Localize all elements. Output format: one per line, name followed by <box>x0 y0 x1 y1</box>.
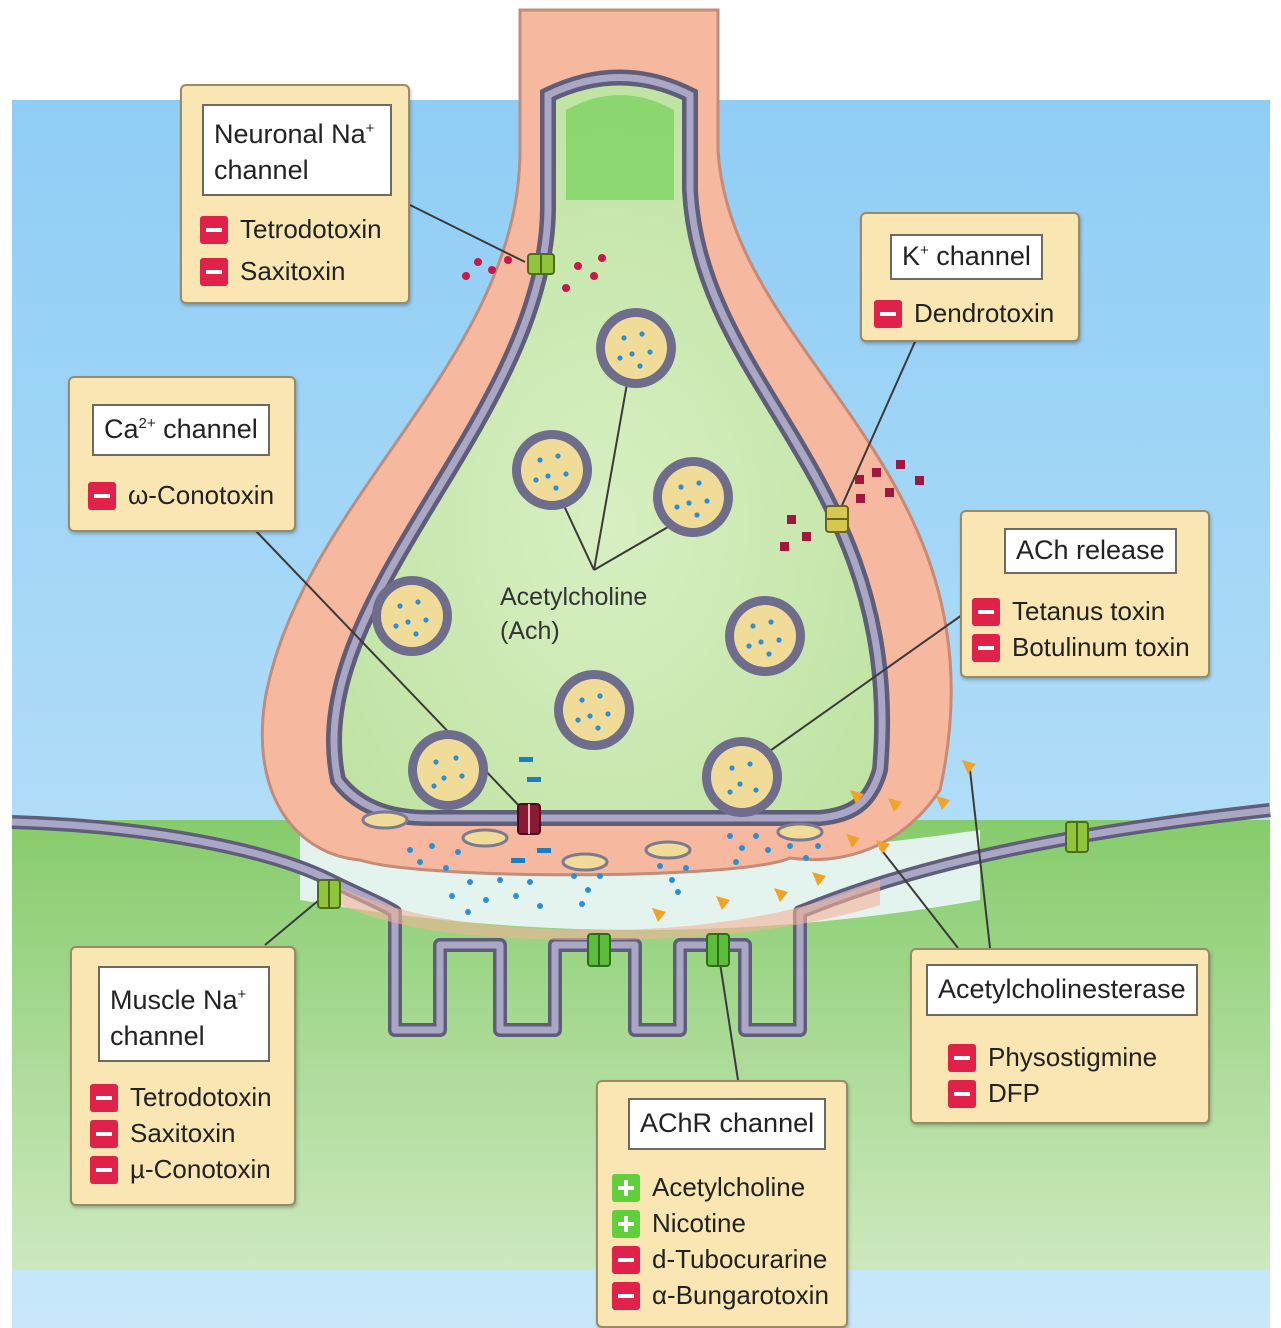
item-label: Dendrotoxin <box>914 298 1054 329</box>
item-label: d-Tubocurarine <box>652 1244 827 1275</box>
achr-channel-1 <box>588 934 610 966</box>
panel-title: Muscle Na+ channel <box>98 966 270 1062</box>
item-label: Saxitoxin <box>130 1118 236 1149</box>
inhibitor-item: Physostigmine <box>948 1042 1157 1073</box>
item-label: Nicotine <box>652 1208 746 1239</box>
panel-title: Acetylcholinesterase <box>926 964 1198 1016</box>
title-superscript: + <box>238 986 247 1003</box>
vesicle <box>554 670 634 750</box>
panel-title: K+ channel <box>890 234 1043 280</box>
panel-title: Ca2+ channel <box>92 404 270 456</box>
panel-title: Neuronal Na+ channel <box>202 104 392 196</box>
title-suffix: channel <box>156 414 258 444</box>
title-suffix: channel <box>929 241 1031 271</box>
title-text: Muscle Na <box>110 985 238 1015</box>
inhibitor-item: ω-Conotoxin <box>88 480 274 511</box>
neuronal-na-channel <box>528 254 554 274</box>
inhibitor-item: Tetrodotoxin <box>200 214 382 245</box>
title-superscript: 2+ <box>139 415 156 432</box>
acetylcholine-label-line1: Acetylcholine <box>500 580 647 614</box>
fusing-vesicle <box>702 737 782 817</box>
panel-achr-channel: AChR channel Acetylcholine Nicotine d-Tu… <box>596 1080 848 1328</box>
title-text: Neuronal Na <box>214 119 366 149</box>
panel-title: ACh release <box>1004 528 1177 574</box>
minus-icon <box>612 1282 640 1310</box>
minus-icon <box>948 1044 976 1072</box>
title-superscript: + <box>366 120 375 137</box>
plus-icon <box>612 1174 640 1202</box>
title-text: Acetylcholinesterase <box>938 974 1186 1004</box>
item-label: Botulinum toxin <box>1012 632 1190 663</box>
ca-channel <box>518 804 540 834</box>
minus-icon <box>90 1084 118 1112</box>
panel-acetylcholinesterase: Acetylcholinesterase Physostigmine DFP <box>910 948 1210 1124</box>
title-text: ACh release <box>1016 535 1165 565</box>
panel-neuronal-na-channel: Neuronal Na+ channel Tetrodotoxin Saxito… <box>180 84 410 304</box>
plus-icon <box>612 1210 640 1238</box>
minus-icon <box>874 300 902 328</box>
acetylcholine-label-line2: (Ach) <box>500 614 647 648</box>
muscle-na-channel-right <box>1066 822 1088 852</box>
panel-muscle-na-channel: Muscle Na+ channel Tetrodotoxin Saxitoxi… <box>70 946 296 1206</box>
item-label: Tetrodotoxin <box>130 1082 272 1113</box>
vesicle <box>725 596 805 676</box>
panel-ca-channel: Ca2+ channel ω-Conotoxin <box>68 376 296 532</box>
docked-vesicle <box>408 730 488 810</box>
minus-icon <box>200 258 228 286</box>
acetylcholine-label: Acetylcholine (Ach) <box>500 580 647 648</box>
title-text-line2: channel <box>110 1021 205 1051</box>
activator-item: Acetylcholine <box>612 1172 805 1203</box>
panel-title: AChR channel <box>628 1098 826 1150</box>
minus-icon <box>90 1156 118 1184</box>
minus-icon <box>612 1246 640 1274</box>
title-text: AChR channel <box>640 1108 814 1138</box>
inhibitor-item: Tetrodotoxin <box>90 1082 272 1113</box>
inhibitor-item: Saxitoxin <box>200 256 346 287</box>
title-superscript: + <box>920 242 929 259</box>
minus-icon <box>972 634 1000 662</box>
axon-tip <box>566 95 674 200</box>
item-label: ω-Conotoxin <box>128 480 274 511</box>
minus-icon <box>200 216 228 244</box>
title-text-line2: channel <box>214 155 309 185</box>
title-text: Ca <box>104 414 139 444</box>
inhibitor-item: Tetanus toxin <box>972 596 1165 627</box>
vesicle <box>596 308 676 388</box>
vesicle <box>653 457 733 537</box>
vesicle <box>512 430 592 510</box>
k-channel <box>826 506 848 532</box>
panel-k-channel: K+ channel Dendrotoxin <box>860 212 1080 342</box>
item-label: Tetrodotoxin <box>240 214 382 245</box>
minus-icon <box>972 598 1000 626</box>
inhibitor-item: DFP <box>948 1078 1040 1109</box>
inhibitor-item: Saxitoxin <box>90 1118 236 1149</box>
minus-icon <box>88 482 116 510</box>
item-label: Tetanus toxin <box>1012 596 1165 627</box>
muscle-na-channel <box>318 880 340 908</box>
inhibitor-item: α-Bungarotoxin <box>612 1280 829 1311</box>
title-text: K <box>902 241 920 271</box>
item-label: α-Bungarotoxin <box>652 1280 829 1311</box>
minus-icon <box>948 1080 976 1108</box>
item-label: Saxitoxin <box>240 256 346 287</box>
inhibitor-item: Dendrotoxin <box>874 298 1054 329</box>
inhibitor-item: Botulinum toxin <box>972 632 1190 663</box>
inhibitor-item: d-Tubocurarine <box>612 1244 827 1275</box>
inhibitor-item: µ-Conotoxin <box>90 1154 271 1185</box>
item-label: Physostigmine <box>988 1042 1157 1073</box>
minus-icon <box>90 1120 118 1148</box>
item-label: Acetylcholine <box>652 1172 805 1203</box>
vesicle <box>372 576 452 656</box>
panel-ach-release: ACh release Tetanus toxin Botulinum toxi… <box>960 510 1210 678</box>
item-label: DFP <box>988 1078 1040 1109</box>
activator-item: Nicotine <box>612 1208 746 1239</box>
achr-channel-2 <box>707 934 729 966</box>
item-label: µ-Conotoxin <box>130 1154 271 1185</box>
